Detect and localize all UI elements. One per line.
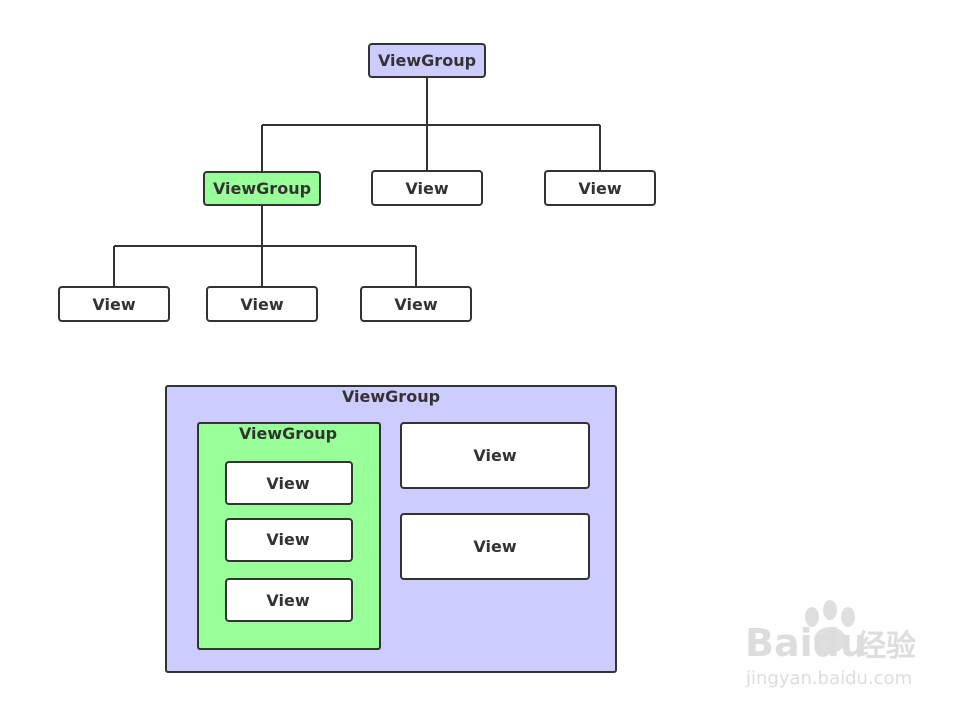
nested-side-view-1: View: [400, 422, 590, 489]
tree-node-view-right: View: [544, 170, 656, 206]
watermark-brand: Baidu: [745, 621, 867, 665]
tree-leaf-3: View: [360, 286, 472, 322]
nested-diagram: ViewGroup ViewGroup View View View View …: [165, 385, 617, 673]
tree-leaf-3-label: View: [394, 295, 437, 314]
tree-node-view-middle-label: View: [405, 179, 448, 198]
tree-node-view-middle: View: [371, 170, 483, 206]
watermark-cn: 经验: [856, 629, 916, 664]
tree-node-root: ViewGroup: [368, 43, 486, 78]
tree-node-root-label: ViewGroup: [378, 51, 476, 70]
nested-inner-view-1-label: View: [266, 474, 309, 493]
nested-inner-view-1: View: [225, 461, 353, 505]
tree-leaf-1-label: View: [92, 295, 135, 314]
nested-side-view-2: View: [400, 513, 590, 580]
tree-node-group-label: ViewGroup: [213, 179, 311, 198]
tree-leaf-2-label: View: [240, 295, 283, 314]
watermark-url: jingyan.baidu.com: [745, 668, 912, 689]
nested-inner-label: ViewGroup: [239, 424, 337, 443]
tree-leaf-2: View: [206, 286, 318, 322]
paw-logo-icon: [805, 600, 855, 653]
baidu-jingyan-watermark: Baidu 经验 jingyan.baidu.com: [745, 600, 916, 689]
tree-leaf-1: View: [58, 286, 170, 322]
nested-inner-view-3-label: View: [266, 591, 309, 610]
tree-connectors: [113, 77, 601, 287]
nested-inner-view-3: View: [225, 578, 353, 622]
nested-side-view-1-label: View: [473, 446, 516, 465]
tree-diagram: ViewGroup ViewGroup View View View View …: [58, 43, 656, 322]
nested-side-view-2-label: View: [473, 537, 516, 556]
nested-inner-view-2: View: [225, 518, 353, 562]
tree-node-view-right-label: View: [578, 179, 621, 198]
tree-node-group: ViewGroup: [203, 171, 321, 206]
nested-inner-view-2-label: View: [266, 530, 309, 549]
nested-outer-label: ViewGroup: [342, 387, 440, 406]
